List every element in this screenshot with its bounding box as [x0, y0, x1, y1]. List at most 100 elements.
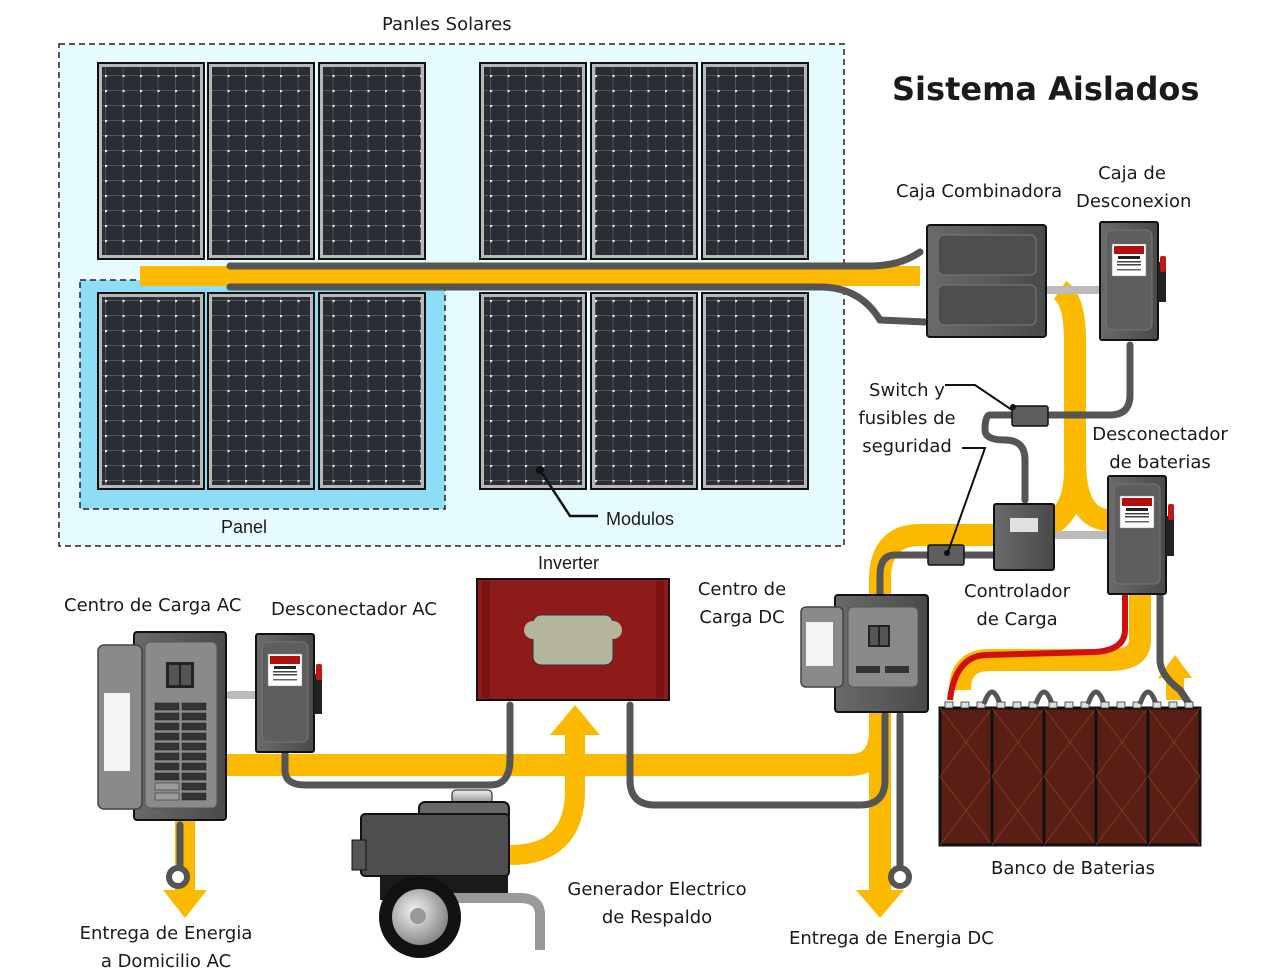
battery-jumper: [1085, 689, 1107, 705]
battery-terminal: [1132, 701, 1142, 709]
label-battery-bank: Banco de Baterias: [991, 858, 1155, 879]
battery-jumper: [1137, 689, 1159, 705]
charge-controller: [993, 503, 1055, 571]
flow-generator-up: [509, 735, 585, 865]
label-inverter: Inverter: [538, 553, 600, 573]
label-disconnect-box-line1: Caja de: [1098, 163, 1166, 184]
label-ac-delivery: Entrega de Energia a Domicilio AC: [76, 920, 256, 976]
battery-jumper: [981, 689, 1003, 705]
flow-ac-bus: [225, 729, 891, 776]
label-generator: Generador Electrico de Respaldo: [562, 876, 752, 932]
ac-load-center: [97, 631, 227, 821]
label-modules: Modulos: [606, 509, 675, 529]
dc-terminal-ring: [888, 865, 912, 889]
label-fuses-line3: seguridad: [862, 436, 952, 457]
positive-cable: [947, 595, 1128, 701]
arrow-generator-to-inverter: [550, 705, 600, 735]
battery-jumper: [1033, 689, 1055, 705]
ac-breaker: [181, 732, 207, 741]
solar-module-cells: [595, 67, 693, 255]
fuses-leader-line: [945, 384, 1013, 411]
ac-breaker: [154, 722, 180, 731]
battery-terminal: [1080, 701, 1090, 709]
label-dc-load-center: Centro de Carga DC: [690, 576, 794, 632]
battery-terminal: [1064, 701, 1074, 709]
cables: [176, 248, 1194, 874]
label-battery-disconnect-line2: de baterias: [1109, 452, 1211, 473]
diagram-title: Sistema Aislados: [892, 70, 1200, 108]
inverter: [476, 578, 670, 701]
battery-terminal: [976, 701, 986, 709]
label-charge-controller-line2: de Carga: [976, 609, 1058, 630]
ac-breaker: [154, 732, 180, 741]
label-fuses-line1: Switch y: [869, 380, 945, 401]
ac-breaker: [181, 762, 207, 771]
label-fuses-line2: fusibles de: [858, 408, 956, 429]
label-charge-controller: Controlador de Carga: [957, 578, 1077, 634]
ac-breaker: [181, 792, 207, 801]
battery-terminal: [1048, 701, 1058, 709]
label-ac-disconnect: Desconectador AC: [271, 599, 437, 620]
flow-battery-loop: [949, 590, 1151, 691]
dc-disconnect-box: [1099, 221, 1166, 341]
backup-generator: [351, 789, 545, 958]
label-battery-disconnect: Desconectador de baterias: [1085, 421, 1235, 477]
battery: [1042, 706, 1098, 847]
battery-bank: [938, 689, 1202, 847]
label-dc-load-center-line2: Carga DC: [699, 607, 785, 628]
ac-breaker: [154, 702, 180, 711]
battery-terminal: [1028, 701, 1038, 709]
label-disconnect-box-line2: Desconexion: [1076, 191, 1192, 212]
flow-combiner-down: [1052, 280, 1111, 531]
label-generator-line1: Generador Electrico: [567, 879, 747, 900]
solar-module-cells: [484, 297, 582, 485]
label-dc-load-center-line1: Centro de: [697, 579, 787, 600]
solar-module-cells: [323, 297, 421, 485]
solar-module-cells: [595, 297, 693, 485]
battery: [990, 706, 1046, 847]
battery: [938, 706, 994, 847]
label-charge-controller-line1: Controlador: [964, 581, 1070, 602]
battery: [1094, 706, 1150, 847]
ac-breaker: [154, 772, 180, 781]
battery-terminal: [996, 701, 1006, 709]
ac-breakers: [154, 702, 207, 801]
battery-texture: [1147, 707, 1201, 846]
fuse-upper: [1011, 405, 1049, 427]
ac-breaker: [154, 762, 180, 771]
solar-module-cells: [706, 297, 804, 485]
ac-breaker: [181, 752, 207, 761]
battery-terminal: [944, 701, 954, 709]
battery: [1146, 706, 1202, 847]
label-dc-delivery: Entrega de Energia DC: [789, 928, 994, 949]
label-ac-load-center: Centro de Carga AC: [64, 595, 242, 616]
battery-terminal: [1168, 701, 1178, 709]
combiner-box: [926, 224, 1047, 338]
label-generator-line2: de Respaldo: [601, 907, 713, 928]
ac-breaker: [154, 792, 180, 801]
label-ac-delivery-line1: Entrega de Energia: [79, 923, 253, 944]
ac-breaker: [181, 722, 207, 731]
label-battery-disconnect-line1: Desconectador: [1092, 424, 1228, 445]
solar-module-cells: [212, 67, 310, 255]
label-ac-delivery-line2: a Domicilio AC: [100, 951, 232, 972]
arrow-dc-delivery: [856, 890, 904, 918]
solar-module-cells: [102, 67, 200, 255]
battery-disconnect-box: [1107, 475, 1174, 595]
battery-terminal: [1116, 701, 1126, 709]
label-fuses: Switch y fusibles de seguridad: [852, 377, 962, 461]
ac-breaker: [181, 742, 207, 751]
ac-breaker: [154, 752, 180, 761]
label-disconnect-box: Caja de Desconexion: [1076, 160, 1192, 216]
solar-module-cells: [212, 297, 310, 485]
modules-leader-line: [538, 469, 598, 518]
ac-breaker: [154, 742, 180, 751]
ac-terminal-ring: [166, 865, 190, 889]
solar-module-cells: [484, 67, 582, 255]
battery-terminal: [960, 701, 970, 709]
solar-module-cells: [102, 297, 200, 485]
solar-modules: [97, 62, 809, 490]
ac-breaker: [181, 702, 207, 711]
label-solar-array: Panles Solares: [382, 14, 512, 35]
